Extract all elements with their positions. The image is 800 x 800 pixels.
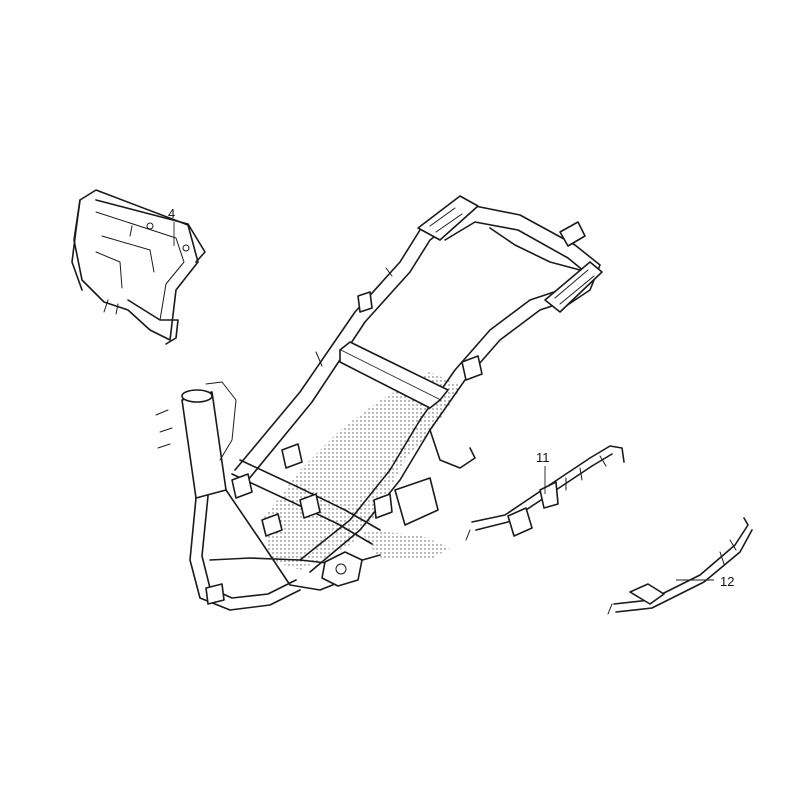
frame-middle-crossmember-side — [339, 349, 441, 409]
left-step-rail — [465, 445, 625, 541]
frame-wire-clip-b — [315, 267, 393, 367]
right-step-rail — [607, 517, 753, 615]
frame-tab-f — [261, 513, 283, 537]
frame-rear-bracket-left-slot — [429, 207, 463, 233]
frame-tab-a — [461, 355, 483, 381]
left-step-rail-bracket-a — [507, 507, 533, 537]
callout-11: 11 — [536, 450, 550, 465]
bracket-assembly — [71, 189, 206, 345]
frame-head-pipe — [181, 391, 227, 499]
frame-rear-tab — [559, 221, 586, 247]
frame-tab-h — [373, 493, 393, 519]
callout-12: 12 — [720, 574, 734, 589]
frame-head-gusset — [205, 381, 237, 461]
frame-lower-crossmember — [239, 459, 381, 531]
bracket-bolt-a — [146, 222, 154, 230]
frame-rear-hanger — [429, 429, 476, 469]
main-frame — [155, 195, 603, 611]
callout-4: 4 — [168, 206, 175, 221]
left-step-rail-tabs — [465, 455, 607, 541]
frame-tab-g — [205, 583, 225, 605]
frame-floor-shading-lower — [360, 530, 450, 560]
right-step-rail-bracket — [629, 583, 665, 605]
frame-engine-mount-hole — [335, 563, 347, 575]
frame-tab-b — [357, 291, 373, 313]
frame-rear-bracket-right — [544, 261, 603, 313]
right-step-rail-tube-inner — [615, 529, 753, 613]
bracket-lower-arm — [127, 299, 179, 345]
bracket-mount-holes — [103, 225, 133, 315]
frame-tab-e — [299, 493, 321, 519]
frame-wire-clip-a — [155, 409, 173, 449]
bracket-bolt-b — [182, 244, 190, 252]
frame-floor-shading — [262, 372, 462, 570]
frame-tab-c — [281, 443, 303, 469]
frame-rear-bracket-right-slot — [554, 269, 595, 305]
bracket-left-arm — [71, 199, 83, 291]
frame-right-down-tube — [225, 489, 351, 591]
frame-rear-crossbar — [489, 227, 581, 271]
frame-engine-mount — [321, 551, 363, 587]
frame-rear-bracket-left — [417, 195, 479, 241]
right-step-rail-tabs — [607, 539, 737, 615]
left-step-rail-bracket-b — [539, 481, 559, 509]
frame-left-down-tube — [189, 497, 301, 611]
frame-head-pipe-top — [181, 389, 213, 403]
left-step-rail-tube — [471, 445, 625, 523]
bracket-top-rail — [95, 199, 206, 263]
frame-rear-lower-bracket — [394, 477, 439, 526]
frame-tab-d — [231, 473, 253, 499]
bracket-main-plate — [73, 189, 199, 341]
